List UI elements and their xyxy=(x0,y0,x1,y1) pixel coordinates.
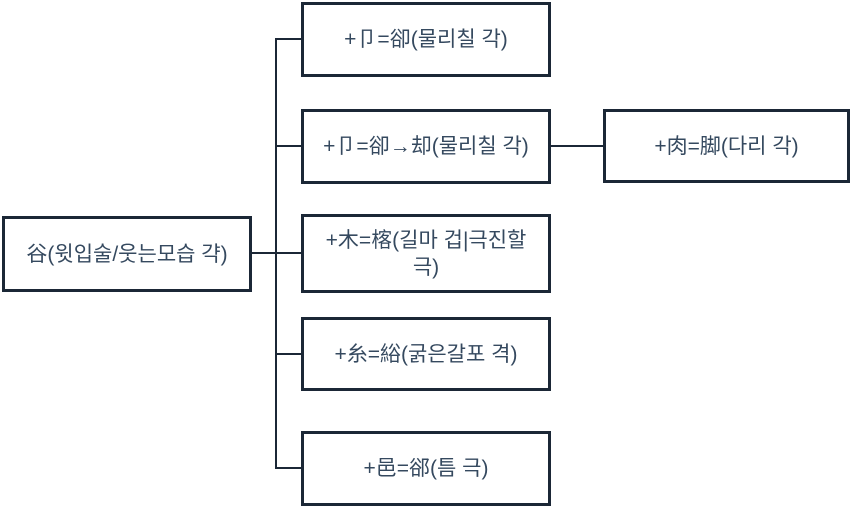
node-child-2-label: +卩=卻→却(물리칠 각) xyxy=(323,135,529,158)
node-root: 谷(윗입술/웃는모습 갹) xyxy=(2,216,252,292)
node-grandchild: +肉=脚(다리 각) xyxy=(603,109,850,183)
node-child-3: +木=楁(길마 겁|극진할 극) xyxy=(301,214,551,293)
node-child-3-label: +木=楁(길마 겁|극진할 극) xyxy=(325,228,527,279)
connector-grandchild xyxy=(551,145,603,147)
node-child-5: +邑=郤(틈 극) xyxy=(301,431,551,506)
node-child-5-label: +邑=郤(틈 극) xyxy=(363,457,489,480)
node-child-2: +卩=卻→却(물리칠 각) xyxy=(301,109,551,184)
connector-stub-2 xyxy=(275,145,302,147)
connector-stub-4 xyxy=(275,353,302,355)
node-child-4: +糸=綌(굵은갈포 격) xyxy=(301,317,551,391)
node-grandchild-label: +肉=脚(다리 각) xyxy=(654,134,799,158)
node-child-1-label: +卩=卻(물리칠 각) xyxy=(344,28,508,51)
connector-stub-5 xyxy=(275,467,302,469)
connector-root xyxy=(252,252,302,254)
connector-stub-1 xyxy=(275,38,302,40)
node-child-4-label: +糸=綌(굵은갈포 격) xyxy=(334,342,518,366)
node-root-label: 谷(윗입술/웃는모습 갹) xyxy=(26,242,228,266)
node-child-1: +卩=卻(물리칠 각) xyxy=(301,2,551,77)
